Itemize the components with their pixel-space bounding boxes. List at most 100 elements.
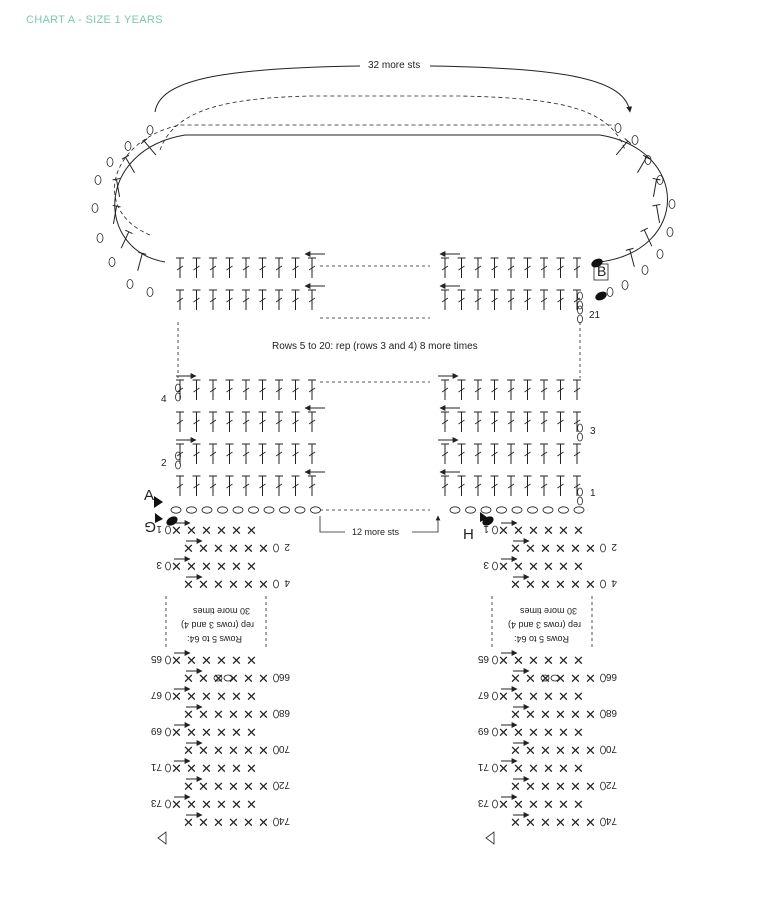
chain-stitch bbox=[165, 727, 171, 737]
chain-stitch bbox=[175, 451, 181, 461]
sc-stitch: ✕ bbox=[198, 542, 209, 557]
dc-stitch-bar bbox=[308, 297, 316, 303]
sc-stitch: ✕ bbox=[513, 690, 524, 705]
dc-stitch-bar bbox=[573, 483, 581, 489]
sc-stitch: ✕ bbox=[543, 762, 554, 777]
dc-stitch-bar bbox=[573, 451, 581, 457]
dc-stitch-bar bbox=[209, 419, 217, 425]
dc-stitch-bar bbox=[292, 297, 299, 303]
dc-stitch-bar bbox=[491, 297, 498, 303]
dc-stitch-bar bbox=[540, 297, 548, 303]
dc-stitch-bar bbox=[209, 451, 217, 457]
sc-stitch: ✕ bbox=[246, 524, 257, 539]
sc-stitch: ✕ bbox=[183, 542, 194, 557]
dc-stitch-bar bbox=[292, 483, 299, 489]
sc-stitch: ✕ bbox=[243, 780, 254, 795]
sc-stitch: ✕ bbox=[243, 708, 254, 723]
sc-stitch: ✕ bbox=[243, 816, 254, 831]
sc-stitch: ✕ bbox=[231, 560, 242, 575]
sc-stitch: ✕ bbox=[543, 654, 554, 669]
left-leg-note: Rows 5 to 64: rep (rows 3 and 4) 30 more… bbox=[181, 606, 254, 644]
chain-stitch bbox=[175, 460, 181, 470]
sc-stitch: ✕ bbox=[555, 708, 566, 723]
chain-stitch bbox=[165, 691, 171, 701]
leg-row-number-67: 67 bbox=[150, 689, 162, 700]
chain-stitch bbox=[492, 525, 498, 535]
chain-stitch bbox=[263, 506, 275, 514]
chain-stitch bbox=[175, 392, 181, 402]
leg-row-number-69: 69 bbox=[150, 725, 162, 736]
sc-stitch: ✕ bbox=[246, 762, 257, 777]
dc-stitch-bar bbox=[292, 387, 299, 393]
sc-stitch: ✕ bbox=[570, 542, 581, 557]
right-leg-note: Rows 5 to 64: rep (rows 3 and 4) 30 more… bbox=[508, 606, 581, 644]
dc-stitch-bar bbox=[540, 419, 548, 425]
chain-stitch bbox=[573, 506, 585, 514]
sc-stitch: ✕ bbox=[555, 744, 566, 759]
sc-stitch: ✕ bbox=[198, 672, 209, 687]
sc-stitch: ✕ bbox=[213, 578, 224, 593]
sc-stitch: ✕ bbox=[558, 690, 569, 705]
right-leg-note-line-2: rep (rows 3 and 4) bbox=[508, 620, 581, 630]
dc-stitch-bar bbox=[176, 265, 184, 271]
sc-stitch: ✕ bbox=[258, 542, 269, 557]
dc-stitch-bar bbox=[524, 419, 531, 425]
dc-stitch-bar bbox=[226, 297, 233, 303]
oval-stitch-stem bbox=[112, 206, 118, 224]
leg-row-number-2: 2 bbox=[611, 541, 617, 552]
leg-row-number-4: 4 bbox=[611, 577, 617, 588]
sc-stitch: ✕ bbox=[258, 578, 269, 593]
dc-stitch-bar bbox=[209, 265, 217, 271]
sc-stitch: ✕ bbox=[213, 744, 224, 759]
rows-repeat-label: Rows 5 to 20: rep (rows 3 and 4) 8 more … bbox=[272, 341, 478, 352]
dc-stitch-bar bbox=[573, 387, 581, 393]
dc-stitch-bar bbox=[308, 387, 316, 393]
oval-stitch-top bbox=[124, 229, 133, 234]
chain-stitch bbox=[600, 817, 606, 827]
sc-stitch: ✕ bbox=[186, 654, 197, 669]
sc-stitch: ✕ bbox=[570, 578, 581, 593]
sc-stitch: ✕ bbox=[543, 560, 554, 575]
chain-stitch bbox=[165, 799, 171, 809]
chain-stitch bbox=[600, 781, 606, 791]
oval-stitch bbox=[615, 138, 632, 156]
sc-stitch: ✕ bbox=[186, 762, 197, 777]
sc-stitch: ✕ bbox=[246, 798, 257, 813]
right-leg-note-line-3: 30 more times bbox=[519, 606, 577, 616]
sc-stitch: ✕ bbox=[243, 542, 254, 557]
chain-stitch bbox=[527, 506, 538, 514]
marker-a: A bbox=[144, 487, 154, 504]
chain-stitch bbox=[631, 135, 639, 145]
leg-row-number-3: 3 bbox=[483, 559, 489, 570]
leg-row-number-70: 70 bbox=[605, 743, 617, 754]
sc-stitch: ✕ bbox=[198, 708, 209, 723]
oval-stitch-top bbox=[112, 177, 121, 181]
oval-stitch-stem bbox=[652, 179, 658, 197]
dc-stitch-bar bbox=[308, 451, 316, 457]
dc-stitch-bar bbox=[193, 265, 200, 271]
dc-stitch-bar bbox=[275, 419, 283, 425]
chain-stitch bbox=[577, 291, 583, 301]
sc-stitch: ✕ bbox=[543, 524, 554, 539]
chain-stitch bbox=[165, 763, 171, 773]
chain-stitch bbox=[577, 487, 583, 497]
dc-stitch-bar bbox=[524, 297, 531, 303]
dc-stitch-bar bbox=[458, 387, 465, 393]
dc-stitch-bar bbox=[458, 483, 465, 489]
oval-stitch-stem bbox=[115, 179, 121, 197]
chain-stitch bbox=[279, 506, 290, 514]
dc-stitch-bar bbox=[209, 387, 217, 393]
sc-stitch: ✕ bbox=[585, 542, 596, 557]
sc-stitch: ✕ bbox=[213, 708, 224, 723]
dc-stitch-bar bbox=[474, 451, 482, 457]
dc-stitch-bar bbox=[275, 297, 283, 303]
sc-stitch: ✕ bbox=[543, 690, 554, 705]
chain-stitch bbox=[542, 506, 554, 514]
oval-stitch-stem bbox=[615, 140, 629, 156]
oval-stitch bbox=[120, 229, 133, 249]
sc-stitch: ✕ bbox=[216, 524, 227, 539]
sc-stitch: ✕ bbox=[585, 780, 596, 795]
dc-stitch-bar bbox=[507, 265, 515, 271]
dc-stitch-bar bbox=[275, 451, 283, 457]
marker-g-triangle bbox=[155, 513, 163, 523]
